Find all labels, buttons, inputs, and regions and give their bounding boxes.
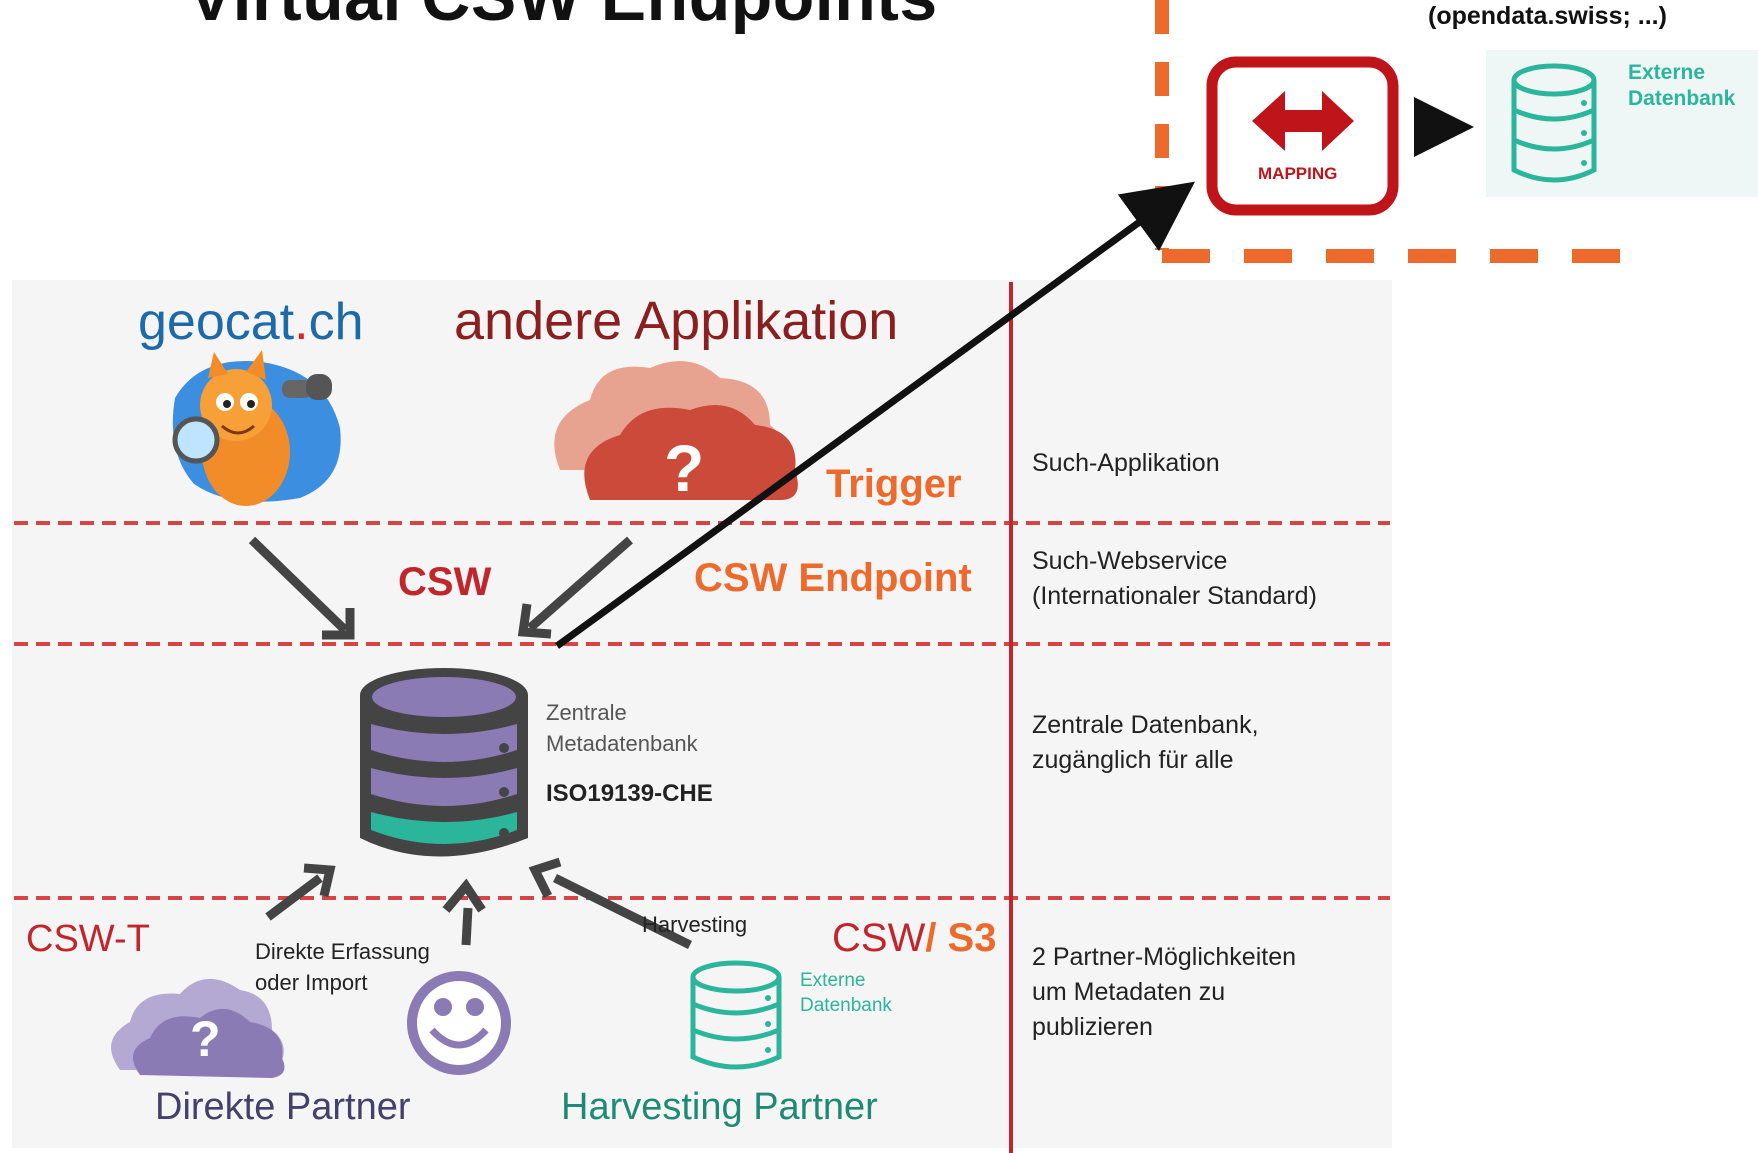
extern-db-small-icon — [690, 960, 782, 1070]
right-row4: 2 Partner-Möglichkeiten um Metadaten zu … — [1032, 940, 1296, 1045]
right-row3-line2: zugänglich für alle — [1032, 746, 1234, 774]
andere-app-cloud-icon — [554, 360, 798, 500]
page-title: Virtual CSW Endpoints — [188, 0, 938, 36]
csw-label: CSW — [398, 560, 492, 604]
direkte-erfassung-label: Direkte Erfassung oder Import — [255, 936, 430, 998]
extern-db-top-label: Externe Datenbank — [1628, 60, 1735, 112]
extern-small-line1: Externe — [800, 970, 866, 991]
geocat-mascot-icon — [172, 350, 341, 506]
geocat-suffix: ch — [308, 293, 364, 351]
right-row2: Such-Webservice (Internationaler Standar… — [1032, 544, 1317, 614]
csw-s3-prefix: CSW — [832, 916, 926, 960]
iso-label: ISO19139-CHE — [546, 780, 713, 807]
zentrale-line2: Metadatenbank — [546, 731, 698, 756]
central-database-icon — [360, 668, 528, 857]
extern-db-top — [1486, 50, 1758, 197]
zentrale-line1: Zentrale — [546, 700, 627, 725]
geocat-dot: . — [294, 293, 309, 351]
trigger-label: Trigger — [826, 462, 962, 506]
right-row1: Such-Applikation — [1032, 449, 1220, 477]
extern-small-line2: Datenbank — [800, 995, 892, 1016]
harvesting-partner-label: Harvesting Partner — [561, 1086, 878, 1128]
direkte-erfassung-line2: oder Import — [255, 970, 368, 995]
mapping-box — [1206, 56, 1399, 216]
upload-arrows — [265, 857, 693, 950]
right-row4-line2: um Metadaten zu — [1032, 978, 1226, 1006]
mapping-label: MAPPING — [1258, 164, 1338, 183]
direkte-partner-cloud-icon — [111, 978, 285, 1078]
geocat-prefix: geocat — [138, 293, 295, 351]
right-row2-line1: Such-Webservice — [1032, 547, 1228, 575]
direkte-partner-question-mark: ? — [190, 1011, 221, 1067]
right-row3: Zentrale Datenbank, zugänglich für alle — [1032, 708, 1259, 778]
csw-s3-label: CSW/ S3 — [832, 916, 996, 961]
harvesting-label: Harvesting — [642, 912, 748, 937]
andere-question-mark: ? — [664, 431, 705, 505]
direkte-erfassung-line1: Direkte Erfassung — [255, 939, 430, 964]
right-row4-line1: 2 Partner-Möglichkeiten — [1032, 943, 1297, 971]
csw-s3-suffix: / S3 — [925, 916, 997, 960]
andere-applikation-heading: andere Applikation — [454, 291, 899, 351]
extern-db-top-line1: Externe — [1628, 61, 1706, 84]
extern-db-top-line2: Datenbank — [1628, 87, 1736, 110]
geocat-logo: geocat.ch — [138, 292, 364, 352]
extern-db-small-label: Externe Datenbank — [800, 968, 892, 1018]
csw-arrows — [248, 536, 633, 640]
opendata-subtitle: (opendata.swiss; ...) — [1428, 2, 1667, 30]
row-separators — [14, 521, 1390, 900]
csw-t-label: CSW-T — [26, 918, 150, 960]
right-row3-line1: Zentrale Datenbank, — [1032, 711, 1259, 739]
trigger-arrow — [554, 181, 1195, 649]
csw-endpoint-label: CSW Endpoint — [694, 556, 972, 600]
direkte-partner-label: Direkte Partner — [155, 1086, 411, 1128]
right-row2-line2: (Internationaler Standard) — [1032, 582, 1317, 610]
double-arrow-icon — [1252, 91, 1354, 151]
right-row4-line3: publizieren — [1032, 1013, 1153, 1041]
smiley-icon — [407, 971, 511, 1075]
zentrale-db-label: Zentrale Metadatenbank — [546, 697, 698, 759]
